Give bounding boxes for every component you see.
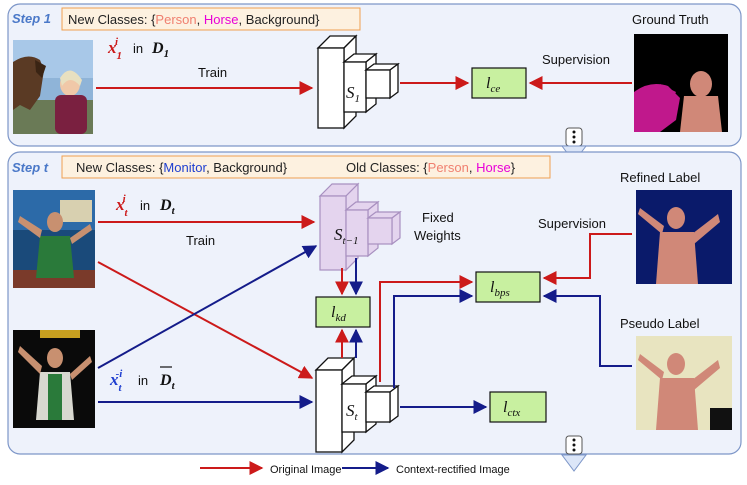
step1-model-s1 bbox=[316, 34, 400, 130]
stept-panel bbox=[7, 151, 742, 455]
stept-input-var: xti bbox=[115, 193, 129, 219]
step1-input-image bbox=[13, 40, 93, 134]
legend-original-label: Original Image bbox=[270, 464, 342, 476]
bottom-down-arrow bbox=[561, 454, 587, 472]
step1-dataset: D1 bbox=[151, 40, 169, 60]
pseudo-label-title: Pseudo Label bbox=[620, 316, 700, 331]
old-model-label: St−1 bbox=[334, 225, 358, 247]
loss-kd-label: lkd bbox=[331, 304, 346, 324]
stept-rectified-image bbox=[13, 330, 95, 428]
stept-old-classes-text: Old Classes: {Person, Horse} bbox=[346, 160, 516, 175]
stept-rect-dataset: Dt bbox=[159, 372, 176, 392]
new-model-to-bps-red bbox=[379, 275, 474, 382]
rect-to-old-model-arrow bbox=[97, 245, 318, 369]
step1-classes-banner bbox=[61, 7, 361, 31]
loss-ce-label: lce bbox=[486, 75, 500, 95]
old-model-st-1 bbox=[318, 182, 402, 272]
fixed-weights-line1: Fixed bbox=[422, 210, 454, 225]
step1-input-var: x1i bbox=[107, 36, 122, 62]
loss-ce-box bbox=[471, 67, 527, 99]
stept-classes-banner bbox=[61, 155, 551, 179]
stept-in-word: in bbox=[140, 198, 150, 213]
class-horse: Horse bbox=[204, 12, 239, 27]
step1-model-label: S1 bbox=[346, 83, 360, 105]
stept-train-label: Train bbox=[186, 233, 215, 248]
loss-bps-label: lbps bbox=[490, 279, 510, 299]
step1-train-label: Train bbox=[198, 65, 227, 80]
refined-to-bps-arrow bbox=[542, 233, 632, 285]
pseudo-label-image bbox=[636, 336, 732, 430]
step1-tag: Step 1 bbox=[12, 11, 51, 26]
stept-tag: Step t bbox=[12, 160, 49, 175]
step1-in-word: in bbox=[133, 41, 143, 56]
loss-ctx-box bbox=[489, 391, 547, 423]
legend-rectified-label: Context-rectified Image bbox=[396, 464, 510, 476]
orig-to-new-model-arrow bbox=[97, 261, 314, 379]
stept-rect-in-word: in bbox=[138, 373, 148, 388]
loss-ctx-label: lctx bbox=[503, 399, 520, 419]
class-monitor: Monitor bbox=[163, 160, 207, 175]
fixed-weights-line2: Weights bbox=[414, 228, 461, 243]
new-model-to-bps-blue bbox=[393, 289, 474, 388]
stept-original-image bbox=[13, 190, 95, 288]
refined-label-image bbox=[636, 190, 732, 284]
loss-kd-box bbox=[315, 296, 371, 328]
class-person: Person bbox=[155, 12, 196, 27]
step1-classes-text: New Classes: {Person, Horse, Background} bbox=[68, 12, 320, 27]
stept-dataset: Dt bbox=[159, 197, 176, 217]
stept-rect-input-var: xt-i bbox=[109, 368, 123, 394]
class-background: Background bbox=[246, 12, 315, 27]
new-model-st bbox=[314, 356, 400, 454]
loss-bps-box bbox=[475, 271, 541, 303]
new-model-label: St bbox=[346, 401, 359, 423]
step1-supervision-label: Supervision bbox=[542, 52, 610, 67]
pseudo-to-bps-arrow bbox=[542, 289, 632, 367]
refined-label-title: Refined Label bbox=[620, 170, 700, 185]
stept-new-classes-text: New Classes: {Monitor, Background} bbox=[76, 160, 288, 175]
ground-truth-image bbox=[634, 34, 728, 132]
stept-supervision-label: Supervision bbox=[538, 216, 606, 231]
ground-truth-title: Ground Truth bbox=[632, 12, 709, 27]
